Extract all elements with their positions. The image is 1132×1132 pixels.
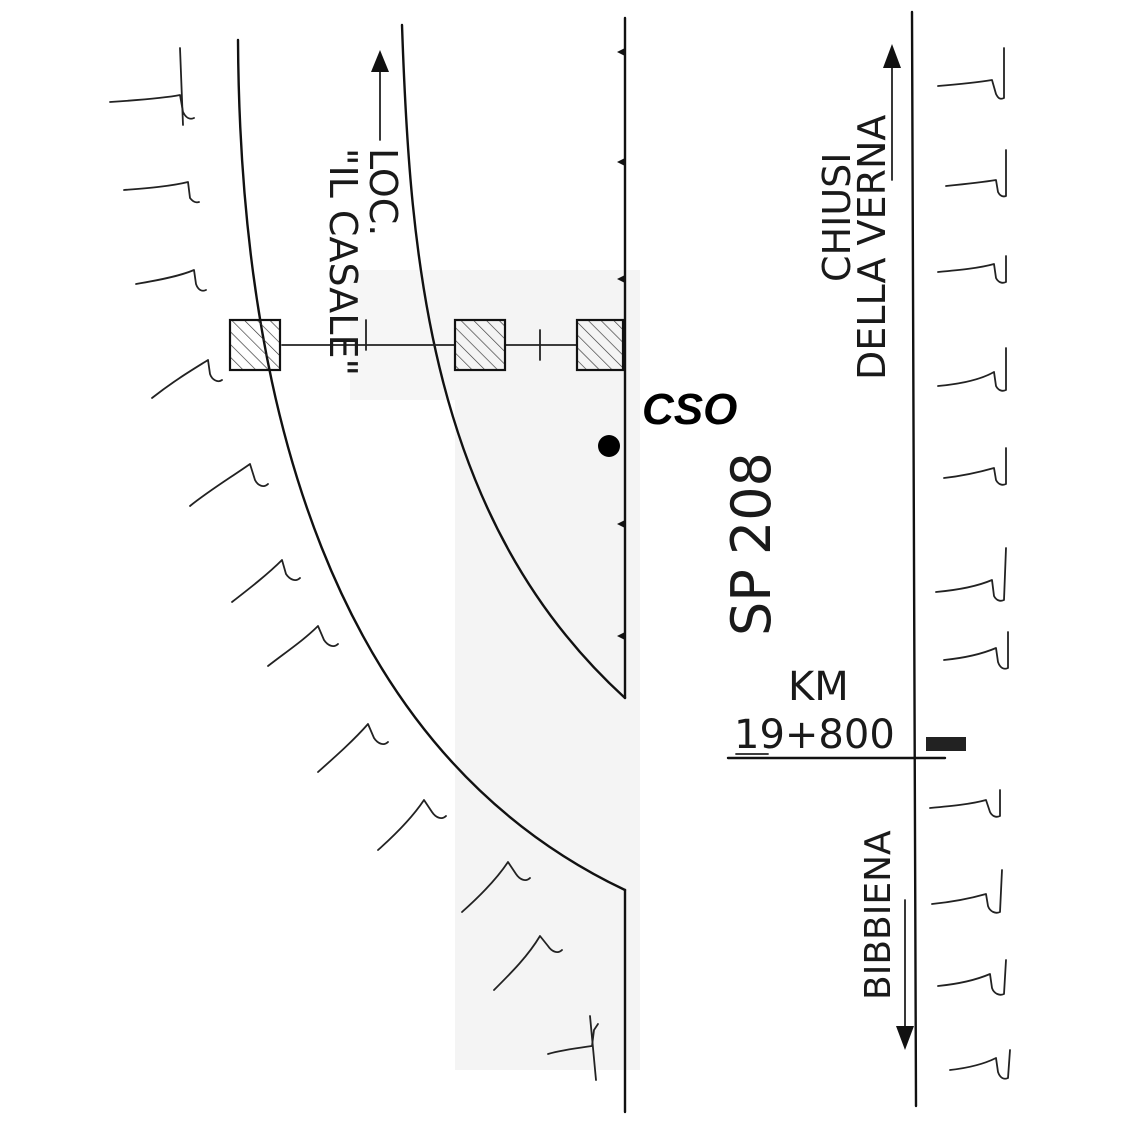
road-code-sp: SP	[720, 569, 783, 636]
km-label: KM	[788, 664, 849, 710]
destination-south: BIBBIENA	[858, 830, 899, 1000]
culvert-box-west	[228, 318, 282, 372]
destination-north-line2: DELLA VERNA	[850, 115, 894, 380]
culvert-box-middle	[453, 318, 507, 372]
north-arrow	[883, 44, 901, 181]
destination-north-line1: CHIUSI	[815, 153, 859, 282]
scan-shadow	[455, 270, 640, 1070]
south-arrow	[896, 899, 914, 1050]
west-edge-ticks	[617, 48, 625, 640]
embankment-marks	[109, 47, 599, 1081]
locality-name: "IL CASALE"	[321, 148, 365, 376]
road-code-number: 208	[720, 452, 783, 555]
sp208-east-edge	[910, 10, 918, 1108]
cso-label: CSO	[642, 385, 737, 434]
km-stone	[926, 737, 966, 751]
culvert-box-east	[575, 318, 625, 372]
side-road-inner-edge	[400, 23, 627, 700]
east-embankment-marks	[929, 47, 1011, 1080]
km-value: 19+800	[734, 712, 895, 758]
cso-point	[598, 435, 620, 457]
locality-arrow	[371, 50, 389, 141]
side-road-outer-edge	[236, 38, 627, 892]
locality-prefix: LOC.	[361, 148, 405, 236]
road-code: SP 208	[720, 452, 783, 636]
